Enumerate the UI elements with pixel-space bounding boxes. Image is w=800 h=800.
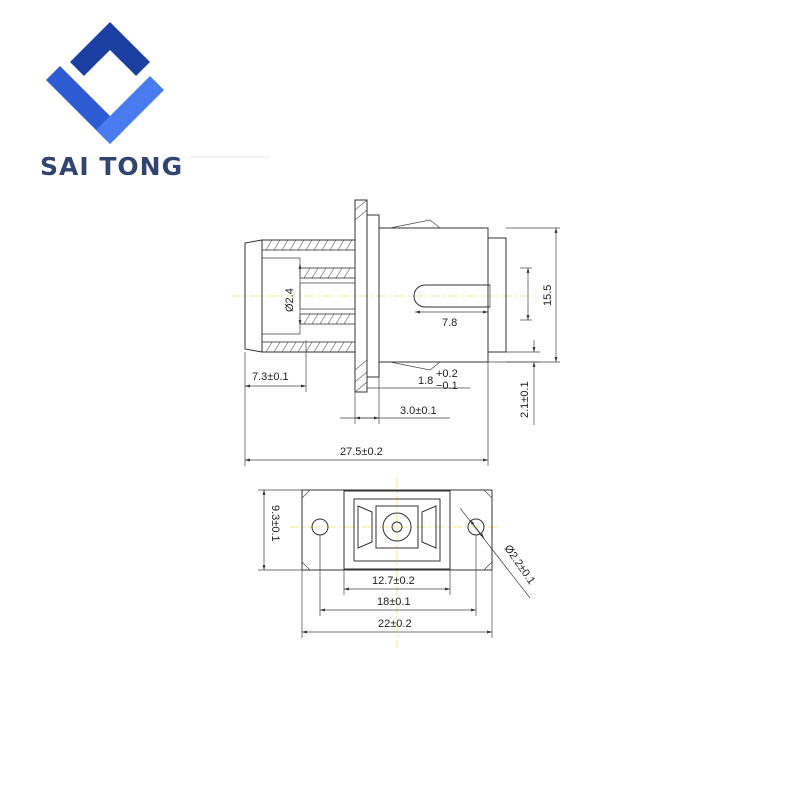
dim-dia-2-2: Ø2.2±0.1 (459, 507, 538, 599)
w-12-7-label: 12.7±0.2 (372, 575, 415, 587)
dim-total-27-5: 27.5±0.2 (244, 362, 489, 466)
dim-h-2-1: 2.1±0.1 (488, 340, 540, 425)
hatch-top (261, 239, 356, 279)
dim-h-9-3: 9.3±0.1 (258, 489, 302, 571)
dia-2-2-label: Ø2.2±0.1 (502, 543, 538, 587)
dim-w-18: 18±0.1 (319, 535, 477, 616)
dim-w-22: 22±0.2 (301, 570, 493, 638)
dia-2-4-label: Ø2.4 (284, 288, 296, 312)
side-view (232, 199, 530, 393)
saitong-logo (46, 22, 164, 144)
tol-1-8-minus: −0.1 (436, 380, 458, 392)
tol-1-8-base: 1.8 (418, 375, 433, 387)
total-27-5-label: 27.5±0.2 (340, 446, 383, 458)
dim-w-12-7: 12.7±0.2 (343, 569, 451, 595)
w-22-label: 22±0.2 (378, 618, 412, 630)
logo-mark-inner (84, 62, 136, 102)
logo-mark-right (96, 76, 164, 144)
w-3-0-label: 3.0±0.1 (400, 405, 437, 417)
dim-w-7-3: 7.3±0.1 (244, 340, 307, 392)
hatch-bottom (261, 313, 356, 353)
h-9-3-label: 9.3±0.1 (269, 505, 281, 542)
h-15-5-label: 15.5 (542, 285, 554, 306)
dim-len-7-8: 7.8 (415, 310, 488, 329)
w-18-label: 18±0.1 (377, 596, 411, 608)
h-2-1-label: 2.1±0.1 (519, 381, 531, 418)
w-7-3-label: 7.3±0.1 (252, 371, 289, 383)
logo-mark-top (70, 22, 150, 76)
brand-name: SAI TONG (40, 152, 183, 181)
tol-1-8-plus: +0.2 (436, 368, 458, 380)
dim-dia-2-4: Ø2.4 (284, 264, 302, 325)
len-7-8-label: 7.8 (442, 317, 457, 329)
dim-tol-1-8: 1.8 +0.2 −0.1 (354, 368, 470, 424)
dim-w-3-0: 3.0±0.1 (340, 405, 450, 420)
dim-h-15-5: 15.5 (506, 227, 560, 363)
